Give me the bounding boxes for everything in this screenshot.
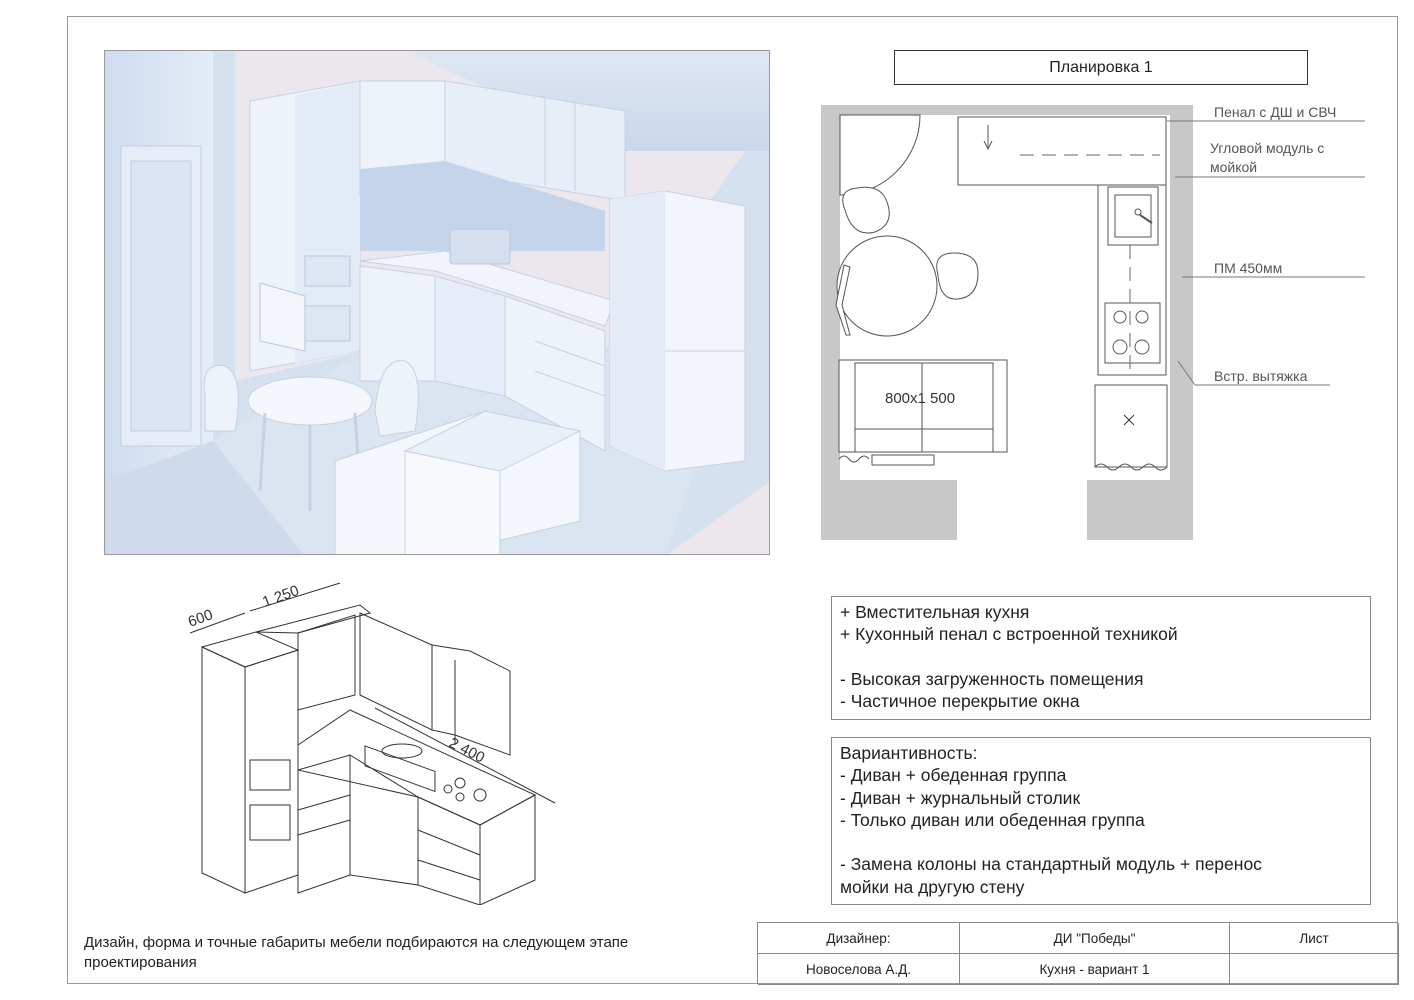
variants-line: - Диван + журнальный столик — [840, 787, 1081, 808]
variants-line: - Только диван или обеденная группа — [840, 809, 1145, 830]
designer-label: Дизайнер: — [758, 923, 960, 954]
pros-cons-line: + Вместительная кухня — [840, 602, 1030, 622]
sofa-dimension-label: 800х1 500 — [885, 390, 956, 407]
callout-corner-module: Угловой модуль с мойкой — [1210, 140, 1325, 175]
variants-line — [840, 831, 1362, 853]
variants-line: Вариантивность: — [840, 743, 978, 763]
pros-cons-line — [840, 646, 1362, 668]
pros-cons-box: + Вместительная кухня + Кухонный пенал с… — [831, 596, 1371, 720]
sheet-number — [1230, 954, 1399, 985]
kitchen-3d-render — [104, 50, 770, 555]
title-block: Дизайнер: ДИ "Победы" Лист Новоселова А.… — [757, 922, 1399, 985]
callout-hood: Встр. вытяжка — [1214, 368, 1308, 384]
footer-note: Дизайн, форма и точные габариты мебели п… — [84, 934, 629, 971]
pros-cons-line: + Кухонный пенал с встроенной техникой — [840, 624, 1178, 645]
project-name: ДИ "Победы" — [960, 923, 1230, 954]
floor-plan — [810, 95, 1370, 555]
designer-name: Новоселова А.Д. — [758, 954, 960, 985]
pros-cons-line: - Высокая загруженность помещения — [840, 668, 1144, 689]
variants-line: - Замена колоны на стандартный модуль + … — [840, 854, 1262, 875]
floor-plan-drawing — [821, 105, 1365, 540]
plan-title: Планировка 1 — [894, 50, 1308, 85]
isometric-kitchen-drawing — [189, 582, 556, 905]
variants-line: мойки на другую стену — [840, 876, 1025, 897]
sheet-frame — [67, 16, 1398, 984]
variants-box: Вариантивность: - Диван + обеденная груп… — [831, 737, 1371, 905]
sheet-label: Лист — [1230, 923, 1399, 954]
callout-pencil-case: Пенал с ДШ и СВЧ — [1214, 104, 1337, 120]
variants-line: - Диван + обеденная группа — [840, 765, 1067, 786]
pros-cons-line: - Частичное перекрытие окна — [840, 691, 1080, 712]
callout-dishwasher: ПМ 450мм — [1214, 260, 1283, 276]
render-illustration — [105, 51, 769, 554]
sheet-title: Кухня - вариант 1 — [960, 954, 1230, 985]
